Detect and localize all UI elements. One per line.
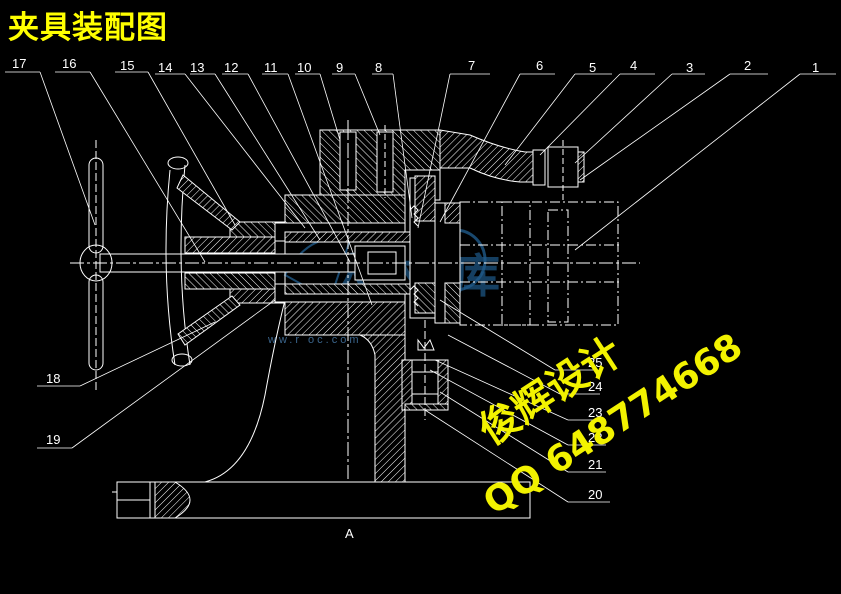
callout-22: 22 [588,430,602,445]
callout-5: 5 [589,60,596,75]
leader-lines [5,71,836,503]
base-plate [112,481,531,519]
callout-labels: 17 16 15 14 13 12 11 10 9 8 7 6 5 4 3 2 … [12,56,819,541]
callout-2: 2 [744,58,751,73]
callout-13: 13 [190,60,204,75]
callout-25: 25 [588,355,602,370]
callout-1: 1 [812,60,819,75]
callout-17: 17 [12,56,26,71]
callout-8: 8 [375,60,382,75]
callout-7: 7 [468,58,475,73]
fixture-body [204,125,585,483]
callout-16: 16 [62,56,76,71]
callout-15: 15 [120,58,134,73]
faint-watermark-url: ww.r oc.com [267,334,362,346]
callout-21: 21 [588,457,602,472]
callout-24: 24 [588,379,602,394]
callout-20: 20 [588,487,602,502]
callout-11: 11 [264,60,278,75]
callout-12: 12 [224,60,238,75]
hand-wheel [165,156,241,367]
callout-19: 19 [46,432,60,447]
callout-9: 9 [336,60,343,75]
callout-18: 18 [46,371,60,386]
callout-3: 3 [686,60,693,75]
callout-23: 23 [588,405,602,420]
callout-14: 14 [158,60,172,75]
callout-4: 4 [630,58,637,73]
locating-pin [401,320,449,420]
callout-6: 6 [536,58,543,73]
drawing-title: 夹具装配图 [8,10,168,46]
callout-10: 10 [297,60,311,75]
designer-watermark: 俊辉设计 QQ 648774668 [471,326,750,523]
center-lines [70,120,640,480]
section-label: A [345,526,354,541]
